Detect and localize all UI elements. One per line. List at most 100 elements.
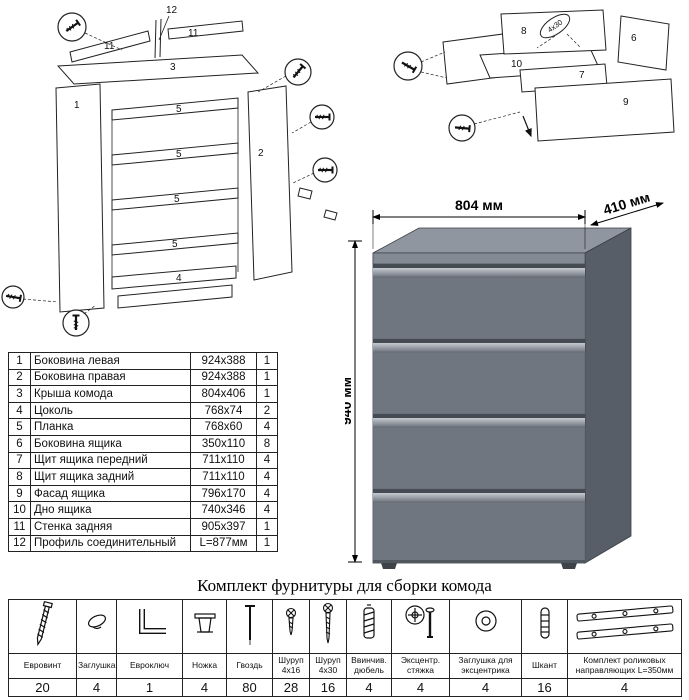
leg-icon (193, 613, 216, 633)
screw-in-dowel-icon (363, 604, 375, 639)
euroscrew-icon (36, 600, 53, 647)
hardware-name: Шуруп 4x30 (309, 653, 347, 679)
part-name: Цоколь (30, 401, 191, 420)
hardware-name: Шкант (521, 653, 568, 679)
hardware-qty-row: 20 4 1 4 80 28 16 4 4 4 16 4 (8, 678, 682, 697)
hardware-name: Заглушка (76, 653, 117, 679)
drawer-side-right (617, 15, 670, 71)
hardware-qty: 16 (309, 678, 347, 697)
drawer-exploded-diagram: 4x30 8 6 10 7 9 (393, 9, 675, 142)
part-qty: 4 (256, 418, 278, 436)
part-name: Щит ящика задний (30, 468, 191, 486)
drawer-front-1 (372, 276, 586, 340)
hardware-qty: 28 (272, 678, 310, 697)
part-name: Щит ящика передний (30, 451, 191, 470)
hardware-table: Евровинт Заглушка Евроключ Ножка Гвоздь … (8, 599, 682, 697)
part-number: 7 (8, 451, 31, 470)
part-label-5: 5 (172, 239, 178, 250)
hardware-name: Евровинт (8, 653, 77, 679)
part-label-11: 11 (104, 41, 115, 52)
part-number: 4 (8, 401, 31, 420)
hardware-qty: 1 (116, 678, 183, 697)
carcass-panels (55, 18, 293, 313)
part-name: Планка (30, 418, 191, 436)
part-qty: 1 (256, 534, 278, 553)
back-wall-left (69, 30, 151, 63)
drawer-panels (442, 9, 675, 142)
part-qty: 8 (256, 434, 278, 453)
hardware-kit-title: Комплект фурнитуры для сборки комода (197, 576, 492, 595)
plinth-2 (117, 284, 233, 309)
part-qty: 2 (256, 401, 278, 420)
screw-4x16-icon (285, 607, 297, 636)
part-label-6: 6 (631, 33, 637, 44)
part-name: Профиль соединительный (30, 534, 191, 553)
plinth-1 (111, 265, 237, 290)
height-dimension-label: 940 мм (345, 377, 354, 425)
corner-bracket-icon (297, 187, 338, 221)
part-name: Стенка задняя (30, 517, 191, 536)
part-qty: 4 (256, 484, 278, 503)
part-size: 711x110 (190, 451, 257, 470)
slat-1 (111, 97, 239, 121)
hardware-qty: 4 (391, 678, 450, 697)
hardware-name: Ввинчив. дюбель (346, 653, 392, 679)
part-name: Дно ящика (30, 501, 191, 519)
part-size: 350x110 (190, 434, 257, 453)
part-number: 12 (8, 534, 31, 553)
hardware-name: Комплект роликовых направляющих L=350мм (567, 653, 682, 679)
hardware-name-row: Евровинт Заглушка Евроключ Ножка Гвоздь … (8, 653, 682, 679)
drawer-facade (534, 78, 675, 142)
part-label-5: 5 (176, 104, 182, 115)
part-name: Боковина правая (30, 368, 191, 387)
part-size: 905x397 (190, 517, 257, 536)
part-qty: 1 (256, 352, 278, 370)
hardware-qty: 4 (449, 678, 522, 697)
hardware-name: Заглушка для эксцентрика (449, 653, 522, 679)
part-number: 3 (8, 385, 31, 403)
part-label-7: 7 (579, 70, 585, 81)
part-qty: 4 (256, 468, 278, 486)
part-label-5: 5 (176, 149, 182, 160)
part-size: 924x388 (190, 368, 257, 387)
hardware-qty: 4 (76, 678, 117, 697)
dresser-side-face (584, 227, 632, 564)
width-dimension-label: 804 мм (455, 197, 503, 213)
hardware-qty: 4 (182, 678, 227, 697)
part-size: 711x110 (190, 468, 257, 486)
left-side-panel (55, 83, 105, 313)
part-label-10: 10 (511, 59, 523, 70)
part-size: 924x388 (190, 352, 257, 370)
part-qty: 4 (256, 501, 278, 519)
hardware-qty: 4 (346, 678, 392, 697)
connecting-profile (154, 19, 157, 59)
slat-2 (111, 142, 239, 166)
dresser-3d-view: 804 мм 410 мм 940 мм (345, 195, 664, 569)
top-panel (56, 54, 260, 85)
top-board-edge (372, 252, 586, 265)
part-size: 740x346 (190, 501, 257, 519)
carcass-exploded-diagram: 12 11 11 3 1 2 5 5 5 5 4 (1, 5, 338, 337)
drawer-front-4 (372, 501, 586, 564)
hardware-name: Шуруп 4x16 (272, 653, 310, 679)
part-number: 9 (8, 484, 31, 503)
part-name: Крыша комода (30, 385, 191, 403)
part-label-3: 3 (170, 62, 176, 73)
hardware-qty: 4 (567, 678, 682, 697)
fastener-callouts (1, 12, 338, 337)
hardware-name: Гвоздь (226, 653, 273, 679)
roller-guides-icon (575, 605, 673, 640)
part-number: 10 (8, 501, 31, 519)
part-label-8: 8 (521, 26, 527, 37)
part-label-5: 5 (174, 194, 180, 205)
